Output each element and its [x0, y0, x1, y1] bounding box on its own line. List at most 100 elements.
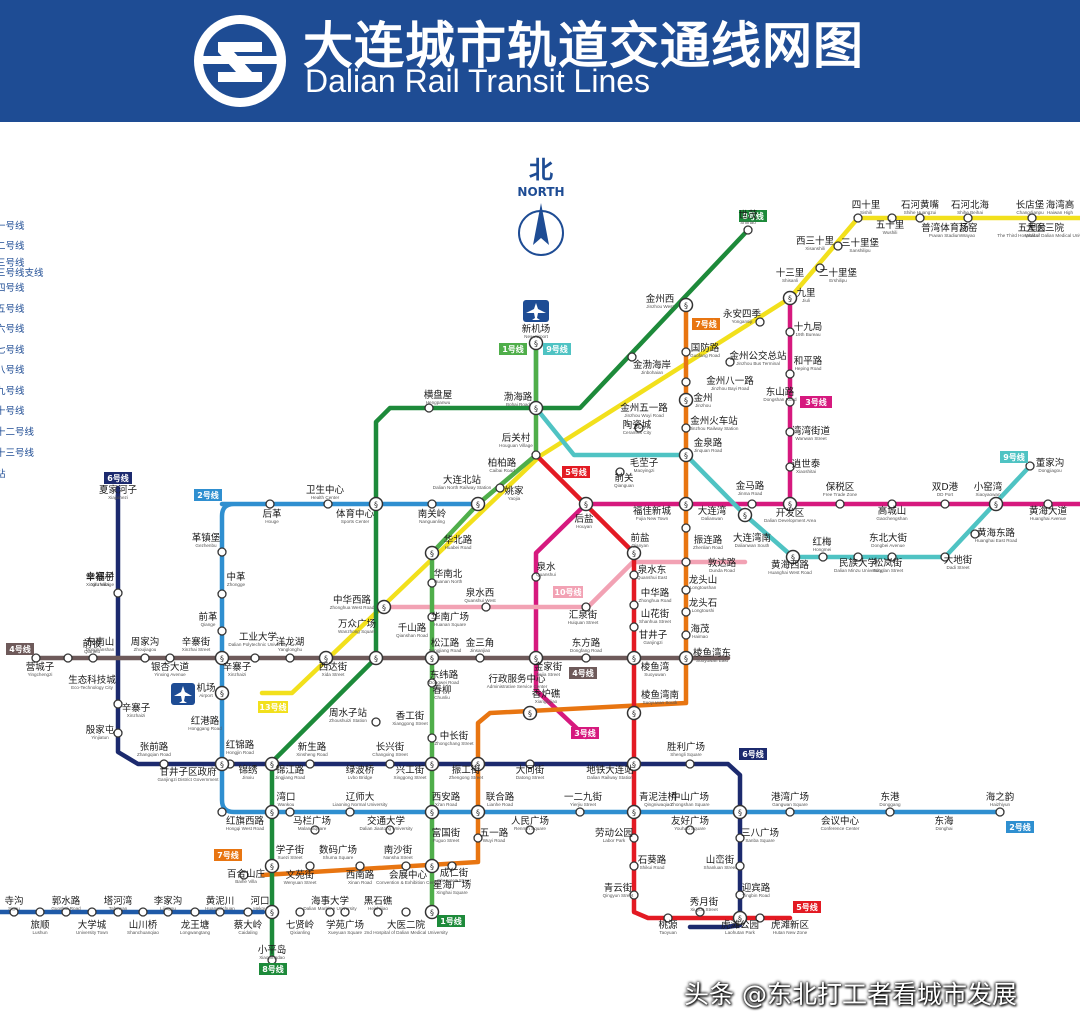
legend-item: 七号线: [0, 344, 25, 356]
station-label: 世茂: [738, 209, 758, 221]
station-label: 夏家河子: [99, 484, 138, 496]
station-label-en: Fujia New Town: [636, 516, 669, 521]
dalian-metro-logo: [194, 15, 286, 107]
legend-item: 六号线: [0, 323, 25, 335]
station-label-en: Qianshan Road: [396, 633, 428, 638]
station-label-en: Zhonghua West Road: [330, 605, 375, 610]
station-label-en: Xueyuan Square: [328, 930, 363, 935]
station-dot: [525, 759, 535, 769]
station-label-en: Administrative Service Center: [487, 684, 548, 689]
station-dot: [475, 653, 485, 663]
station-label: 大连湾南: [733, 532, 771, 544]
station-dot: [447, 861, 457, 871]
station-label-en: Xinsheng Road: [296, 752, 328, 757]
station-label-en: Zhengong Street: [449, 775, 484, 780]
line-badge: 6号线: [104, 472, 132, 484]
station-label-en: Sports Center: [341, 519, 370, 524]
transfer-station-icon: §: [424, 545, 440, 561]
station-label-en: Health Center: [311, 495, 340, 500]
transfer-station-icon: §: [470, 496, 486, 512]
station-label: 青泥洼桥: [639, 791, 678, 803]
north-arrow-icon: 北 NORTH: [517, 156, 565, 256]
station-label-en: Dalian North Railway Station: [433, 485, 492, 490]
transfer-station-icon: §: [732, 804, 748, 820]
station-label: 中华西路: [333, 594, 372, 606]
station-label-en: Xiaopingdao: [259, 955, 285, 960]
watermark: 头条 @东北打工者看城市发展: [684, 980, 1017, 1009]
station-label: 董家沟: [1036, 457, 1065, 469]
station-label: 敦达路: [708, 557, 737, 569]
title-banner: 大连城市轨道交通线网图 Dalian Rail Transit Lines: [0, 0, 1080, 122]
station-label-en: Chunliu: [434, 695, 450, 700]
station-label-en: Hekou: [253, 906, 267, 911]
station-dot: [1043, 499, 1053, 509]
station-label-en: Gaochengshan: [876, 516, 908, 521]
station-dot: [785, 462, 795, 472]
station-label: 长兴街: [376, 741, 405, 753]
station-label-en: Jiuli: [802, 298, 810, 303]
transfer-station-icon: §: [626, 756, 642, 772]
station-label-en: Dongnanshan: [86, 647, 115, 652]
station-label: 泉水: [536, 561, 556, 573]
line-badge: 4号线: [6, 643, 34, 655]
station-label-en: Fuguo Street: [433, 838, 460, 843]
station-dot: [345, 807, 355, 817]
station-label-en: Houyan: [576, 524, 592, 529]
svg-text:4号线: 4号线: [572, 668, 594, 678]
station-label-en: Zhoujiagou: [134, 647, 157, 652]
station-dot: [818, 552, 828, 562]
station-label-en: Sanshilipu: [849, 248, 871, 253]
station-label-en: 19th Bureau: [795, 332, 820, 337]
station-label: 黄泥川: [206, 895, 235, 907]
transfer-station-icon: §: [424, 650, 440, 666]
station-label-en: Jinzhou West: [646, 304, 674, 309]
station-dot: [685, 825, 695, 835]
legend-item: 三号线: [0, 257, 25, 269]
transfer-station-icon: §: [678, 650, 694, 666]
station-label-en: Jinsanjiao: [470, 648, 491, 653]
station-label: 卫生中心: [306, 484, 345, 496]
station-label-en: Qiange: [201, 622, 216, 627]
svg-text:§: §: [788, 295, 792, 304]
station-label: 大连湾: [698, 505, 727, 517]
station-label: 周家沟: [131, 636, 160, 648]
station-label-en: Puwan Stadium: [929, 233, 961, 238]
station-label: 西三十里: [796, 235, 834, 247]
station-label: 万众广场: [338, 618, 376, 630]
station-label: 百合山庄: [227, 868, 266, 880]
station-dot: [190, 907, 200, 917]
station-label: 福佳新城: [633, 505, 672, 517]
station-label-en: Sanba Square: [745, 838, 775, 843]
station-label-en: Xida Street: [322, 672, 345, 677]
station-label-en: Shanluan Street: [704, 865, 738, 870]
station-label-en: Hutan New Zone: [773, 930, 808, 935]
legend-item: 一号线: [0, 220, 25, 232]
station-label-en: Dongfang Road: [570, 648, 603, 653]
station-label-en: Ershilipu: [829, 278, 847, 283]
station-label: 海事大学: [311, 895, 349, 907]
station-dot: [575, 807, 585, 817]
station-dot: [239, 870, 249, 880]
station-dot: [615, 467, 625, 477]
station-label-en: Jinzhou Bus Terminal: [736, 361, 780, 366]
station-dot: [140, 653, 150, 663]
station-label-en: Shikui Road: [640, 865, 665, 870]
station-label-en: Jinzhou: [695, 403, 711, 408]
svg-text:1号线: 1号线: [440, 916, 462, 926]
transfer-station-icon: §: [678, 297, 694, 313]
station-dot: [963, 213, 973, 223]
station-label: 锦江路: [276, 764, 305, 776]
airport-icon: [523, 300, 549, 322]
station-label-en: Houguan Village: [499, 443, 533, 448]
station-label: 龙头石: [689, 597, 718, 609]
station-dot: [785, 807, 795, 817]
station-label: 辽师大: [346, 791, 375, 803]
station-label-en: Xuezi Street: [277, 855, 303, 860]
station-dot: [940, 552, 950, 562]
station-dot: [35, 907, 45, 917]
station-label-en: Dongwei Road: [429, 680, 460, 685]
station-label: 西安路: [432, 791, 461, 803]
svg-text:§: §: [684, 302, 688, 311]
svg-text:§: §: [220, 690, 224, 699]
station-dot: [833, 241, 843, 251]
